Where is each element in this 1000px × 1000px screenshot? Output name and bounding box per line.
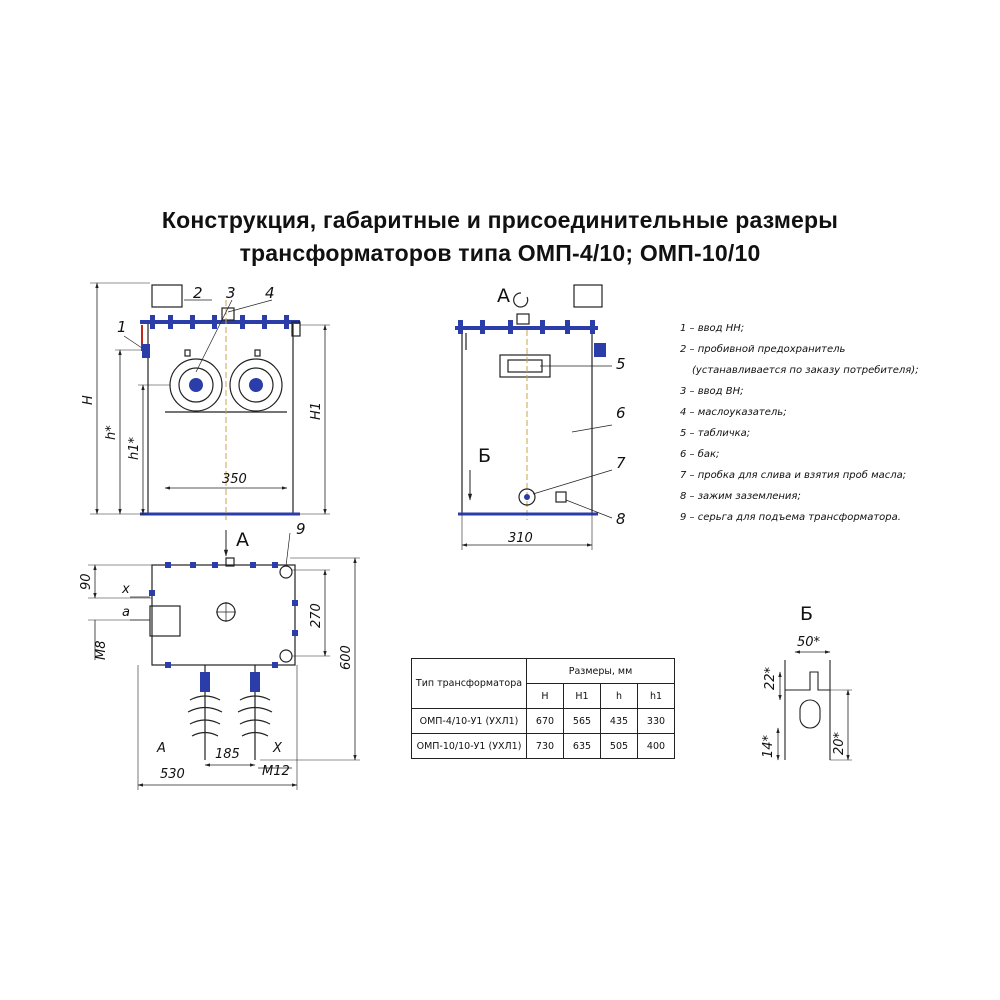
table-cell-type: ОМП-10/10-У1 (УХЛ1) <box>411 733 527 759</box>
dim-H1: H1 <box>309 402 324 420</box>
label-a: a <box>122 605 130 620</box>
view-label-A: А <box>497 285 510 307</box>
section-label-B: Б <box>478 445 491 467</box>
tank-front-body <box>147 321 294 515</box>
lifting-lug <box>279 565 293 579</box>
table-cell: 730 <box>526 733 564 759</box>
label-M12: М12 <box>262 764 290 779</box>
table-cell-type: ОМП-4/10-У1 (УХЛ1) <box>411 708 527 734</box>
lv-bushing <box>142 344 150 358</box>
callout-8: 8 <box>616 510 626 528</box>
dim-600: 600 <box>339 645 354 670</box>
table-col-H: H <box>526 683 564 709</box>
table-row: ОМП-4/10-У1 (УХЛ1) 670 565 435 330 <box>411 708 675 734</box>
legend-item: 3 – ввод ВН; <box>680 386 744 397</box>
detail-slot <box>799 699 821 729</box>
hv-insulator-left <box>187 665 223 760</box>
label-x-top: x <box>121 582 130 597</box>
table-cell: 505 <box>600 733 638 759</box>
ground-clamp <box>555 491 567 503</box>
front-lug <box>291 321 301 337</box>
table-head-type: Тип трансформатора <box>411 658 527 709</box>
dim-270: 270 <box>309 603 324 628</box>
table-cell: 565 <box>563 708 601 734</box>
dim-350: 350 <box>222 472 247 487</box>
dim-H: H <box>81 395 96 405</box>
front-view <box>90 282 330 520</box>
callout-5: 5 <box>616 355 626 373</box>
rotate-view-symbol <box>513 292 529 308</box>
callout-2: 2 <box>193 284 203 302</box>
table-row: ОМП-10/10-У1 (УХЛ1) 730 635 505 400 <box>411 733 675 759</box>
hv-bushing-right <box>229 358 283 412</box>
tank-plan-outline <box>151 564 296 666</box>
arrow-label-A: А <box>236 529 249 551</box>
table-cell: 435 <box>600 708 638 734</box>
dim-22: 22* <box>763 666 778 690</box>
fuse-box-side <box>573 284 603 308</box>
legend-item: 9 – серьга для подъема трансформатора. <box>680 512 901 523</box>
table-col-H1: H1 <box>563 683 601 709</box>
legend: 1 – ввод НН; 2 – пробивной предохранител… <box>680 318 919 528</box>
lv-bushing-side <box>594 343 606 357</box>
callout-3: 3 <box>226 284 236 302</box>
fuse-box-plan <box>149 605 181 637</box>
oil-gauge <box>221 307 235 321</box>
callout-1: 1 <box>117 318 127 336</box>
callout-9: 9 <box>296 520 306 538</box>
legend-item: 1 – ввод НН; <box>680 323 745 334</box>
dim-20: 20* <box>832 731 847 755</box>
diagram-title-line1: Конструкция, габаритные и присоединитель… <box>161 207 839 233</box>
legend-item: 7 – пробка для слива и взятия проб масла… <box>680 470 907 481</box>
legend-item: 8 – зажим заземления; <box>680 491 801 502</box>
legend-item: 6 – бак; <box>680 449 720 460</box>
dim-14: 14* <box>761 734 776 758</box>
drain-plug <box>518 488 536 506</box>
callout-6: 6 <box>616 404 626 422</box>
callout-7: 7 <box>616 454 626 472</box>
dim-90: 90 <box>79 573 94 590</box>
legend-item: 5 – табличка; <box>680 428 751 439</box>
label-M8: М8 <box>94 641 109 661</box>
label-A-terminal: А <box>156 741 166 756</box>
table-col-h1: h1 <box>637 683 675 709</box>
dimensions-table: Тип трансформатора Размеры, мм H H1 h h1… <box>411 658 675 759</box>
dim-185: 185 <box>215 747 240 762</box>
legend-item: 2 – пробивной предохранитель <box>680 344 846 355</box>
table-col-h: h <box>600 683 638 709</box>
label-X-terminal: X <box>272 741 283 756</box>
dim-310: 310 <box>508 531 533 546</box>
table-cell: 635 <box>563 733 601 759</box>
table-cell: 330 <box>637 708 675 734</box>
detail-b <box>776 650 852 761</box>
side-view <box>455 284 613 550</box>
fuse-box <box>151 284 183 308</box>
hv-insulator-right <box>237 665 273 760</box>
dim-h1: h1* <box>127 436 142 460</box>
legend-item: (устанавливается по заказу потребителя); <box>692 365 919 376</box>
table-cell: 400 <box>637 733 675 759</box>
table-cell: 670 <box>526 708 564 734</box>
diagram-title-line2: трансформаторов типа ОМП-4/10; ОМП-10/10 <box>239 240 761 266</box>
legend-item: 4 – маслоуказатель; <box>680 407 787 418</box>
callout-4: 4 <box>265 284 275 302</box>
plan-view <box>88 530 360 790</box>
table-head-dims: Размеры, мм <box>526 658 675 684</box>
dim-530: 530 <box>160 767 185 782</box>
detail-label-B: Б <box>800 603 813 625</box>
dim-h: h* <box>104 425 119 440</box>
dim-50: 50* <box>797 635 821 650</box>
flange-bolts <box>150 315 289 329</box>
